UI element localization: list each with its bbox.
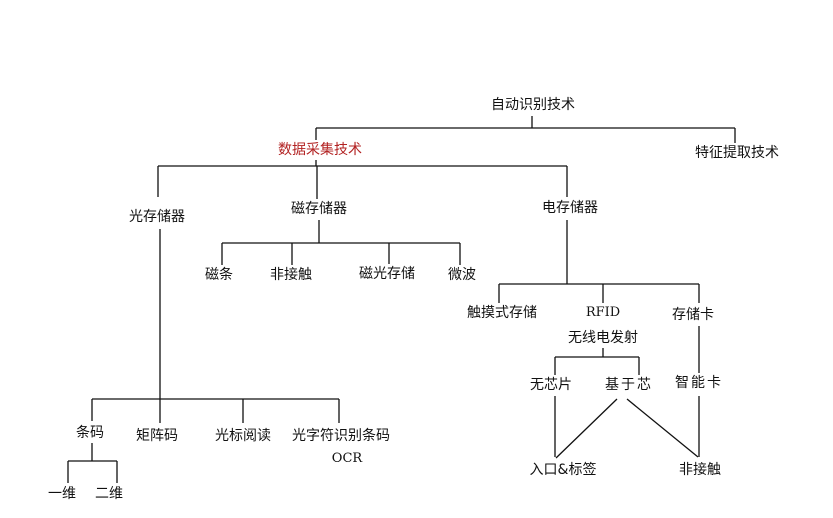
node-matrix-code: 矩阵码 (136, 428, 178, 444)
node-magneto-optical: 磁光存储 (359, 266, 415, 282)
node-magnetic-storage: 磁存储器 (291, 201, 347, 217)
node-feature-extraction: 特征提取技术 (695, 145, 779, 161)
node-smart-card: 智能卡 (675, 375, 723, 391)
node-optical-storage: 光存储器 (129, 209, 185, 225)
node-two-dimensional: 二维 (95, 486, 123, 502)
node-chipless: 无芯片 (530, 377, 572, 393)
node-memory-card: 存储卡 (672, 307, 714, 323)
node-microwave: 微波 (448, 267, 476, 283)
node-rfid: RFID (585, 305, 621, 320)
node-ocr: OCR (331, 451, 363, 466)
node-non-contact-chip: 非接触 (679, 462, 721, 478)
node-chip-based: 基于芯 (605, 377, 653, 393)
node-non-contact-magnetic: 非接触 (270, 267, 312, 283)
node-optical-mark-reading: 光标阅读 (215, 428, 271, 444)
node-magnetic-stripe: 磁条 (205, 267, 233, 283)
node-barcode: 条码 (76, 425, 104, 441)
node-touch-memory: 触摸式存储 (467, 305, 537, 321)
node-radio-transmission: 无线电发射 (568, 330, 638, 346)
node-electronic-storage: 电存储器 (542, 200, 598, 216)
node-one-dimensional: 一维 (48, 486, 76, 502)
node-root: 自动识别技术 (491, 97, 575, 113)
connector-chip-to-non-contact (626, 398, 699, 458)
node-ocr-barcode: 光字符识别条码 (292, 428, 390, 444)
connector-chip-to-entry (555, 398, 618, 459)
node-data-collection: 数据采集技术 (278, 142, 362, 158)
node-entry-and-tag: 入口&标签 (529, 462, 597, 478)
